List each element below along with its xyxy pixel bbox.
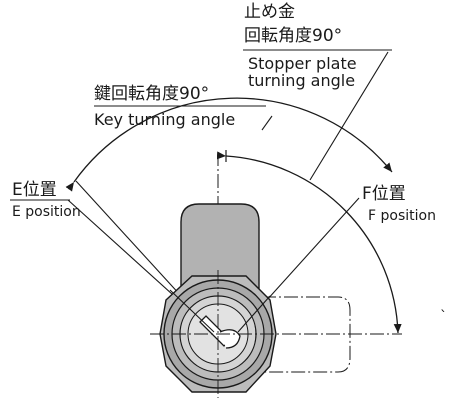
cylinder-housing	[180, 203, 260, 289]
key-label-leader	[261, 115, 273, 131]
e-position-label-jp: E位置	[12, 180, 57, 200]
stopper-turning-arc	[216, 151, 402, 334]
f-position-label-jp: F位置	[362, 184, 406, 204]
key-label-jp: 鍵回転角度90°	[94, 84, 210, 104]
stopper-plate-outline	[262, 296, 351, 373]
edge-fragment: `	[440, 309, 447, 325]
stopper-label-en-2: turning angle	[248, 71, 356, 90]
key-turning-arc	[65, 97, 393, 192]
stopper-label-jp-1: 止め金	[244, 2, 295, 22]
stopper-label-jp-2: 回転角度90°	[244, 26, 343, 46]
stopper-label-en-1: Stopper plate	[248, 54, 357, 73]
f-position-label-en: F position	[368, 208, 436, 224]
e-position-label-en: E position	[12, 204, 81, 220]
stopper-leader	[309, 51, 389, 181]
key-label-en: Key turning angle	[94, 110, 236, 129]
